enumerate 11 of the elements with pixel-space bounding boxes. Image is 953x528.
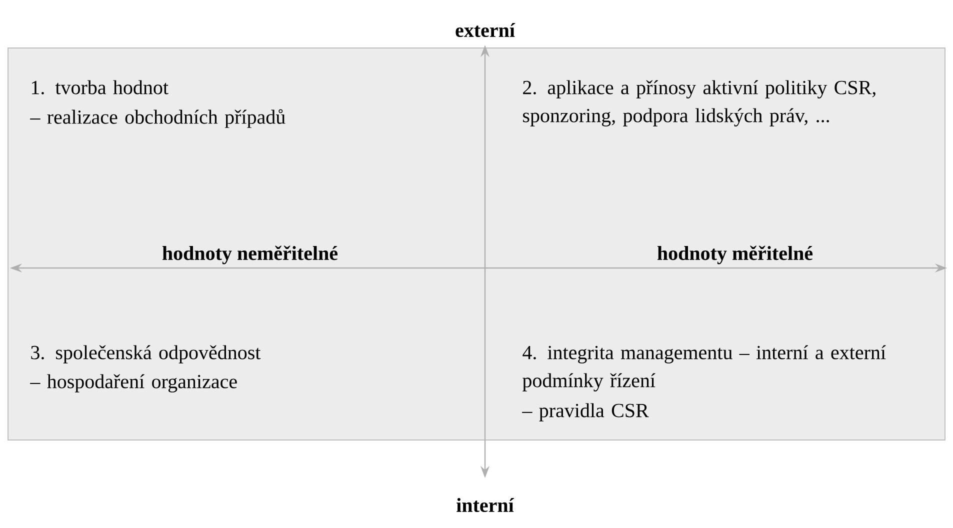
quadrant-text: – hospodaření organizace (30, 374, 237, 392)
quadrant-text: 1. tvorba hodnot (32, 80, 168, 94)
axis-label: hodnoty měřitelné (657, 246, 813, 264)
axis-label: hodnoty neměřitelné (162, 246, 338, 264)
axis-label: externí (456, 22, 516, 38)
quadrant-text: 4. integrita managementu – interní a externí podmínky řízení (522, 345, 886, 392)
quadrant-text: – pravidla CSR (522, 403, 649, 422)
quadrant-text: – realizace obchodních případů (30, 109, 286, 128)
axis-label: interní (456, 498, 514, 512)
quadrant-text: 3. společenská odpovědnost (31, 345, 261, 364)
quadrant-text: 2. aplikace a přínosy aktivní politiky CSR, sponzoring, podpora lidských práv, ... (523, 80, 876, 126)
